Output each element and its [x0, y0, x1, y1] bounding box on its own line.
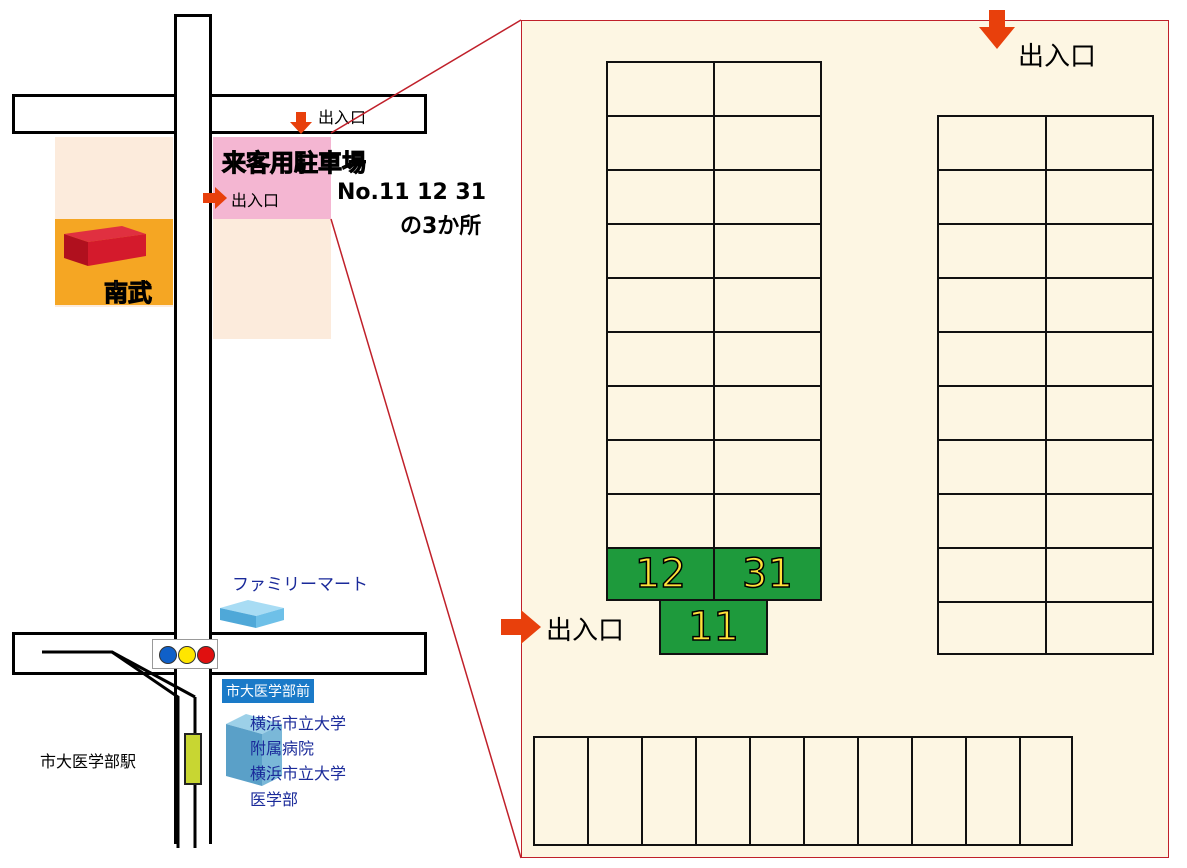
parking-space [803, 736, 859, 846]
parking-space [1045, 223, 1154, 279]
visitor-parking [213, 137, 331, 219]
parking-space [1045, 115, 1154, 171]
parking-space [937, 277, 1047, 333]
parking-space [606, 493, 715, 549]
parking-space [937, 331, 1047, 387]
parking-space [606, 115, 715, 171]
nanbu-building-icon [64, 226, 146, 266]
entrance-side-arrow-icon [203, 193, 217, 203]
familymart-building-icon [220, 600, 284, 628]
parking-space [533, 736, 589, 846]
traffic-signal [152, 639, 218, 669]
overview-map: 市大医学部駅 来客用駐車場 出入口 出入口 No.11 12 31 の3か所 南… [0, 0, 500, 868]
parking-space [713, 331, 822, 387]
detail-entrance-left-arrow-head-icon [521, 610, 541, 644]
detail-entrance-top-arrow-head-icon [979, 27, 1015, 49]
bus-stop-label: 市大医学部前 [222, 679, 314, 703]
parking-title: 来客用駐車場 [222, 149, 367, 178]
entrance-side-arrow-head-icon [215, 187, 227, 209]
nanbu-label: 南武 [104, 279, 153, 308]
parking-space [713, 61, 822, 117]
detail-entrance-top-label: 出入口 [1018, 42, 1097, 72]
spot-11-label: 11 [687, 603, 739, 651]
spot-31-label: 31 [741, 550, 793, 598]
parking-space [606, 439, 715, 495]
hospital-line-2: 附属病院 [250, 739, 315, 758]
detail-entrance-top-arrow-icon [989, 10, 1005, 28]
parking-space [1045, 547, 1154, 603]
parking-space [937, 115, 1047, 171]
parking-space [1045, 277, 1154, 333]
parking-space [937, 385, 1047, 441]
parking-space [713, 277, 822, 333]
visitor-spot-11: 11 [659, 599, 768, 655]
hospital-building-icon [226, 714, 282, 786]
parking-space [606, 277, 715, 333]
visitor-spot-31: 31 [713, 547, 822, 601]
parking-space [937, 223, 1047, 279]
station-label: 市大医学部駅 [40, 752, 137, 771]
parking-space [1045, 439, 1154, 495]
parking-space [606, 385, 715, 441]
detail-entrance-left-arrow-icon [501, 619, 523, 635]
parking-space [713, 439, 822, 495]
parking-space [1045, 331, 1154, 387]
parking-space [587, 736, 643, 846]
detail-entrance-left-label: 出入口 [546, 616, 625, 646]
parking-space [606, 223, 715, 279]
parking-space [1045, 385, 1154, 441]
parking-space [1019, 736, 1073, 846]
familymart-label: ファミリーマート [232, 575, 368, 595]
parking-space [606, 61, 715, 117]
parking-space [937, 169, 1047, 225]
hospital-line-1: 横浜市立大学 [250, 714, 347, 733]
parking-space [937, 547, 1047, 603]
main-road-vertical [174, 14, 212, 844]
signal-yellow-icon [178, 646, 196, 664]
parking-space [749, 736, 805, 846]
entrance-top-arrow-icon [296, 112, 306, 124]
entrance-side-label: 出入口 [231, 191, 280, 210]
entrance-top-label: 出入口 [318, 108, 367, 127]
parking-space [1045, 601, 1154, 655]
parking-space [713, 169, 822, 225]
parking-space [713, 223, 822, 279]
parking-space [937, 601, 1047, 655]
spot-12-label: 12 [634, 550, 686, 598]
lower-road [12, 632, 427, 675]
signal-red-icon [197, 646, 215, 664]
parking-space [606, 169, 715, 225]
parking-space [641, 736, 697, 846]
parking-space [713, 115, 822, 171]
parking-space [965, 736, 1021, 846]
hospital-line-4: 医学部 [250, 790, 299, 809]
entrance-top-arrow-head-icon [290, 122, 312, 134]
station-marker [184, 733, 202, 785]
parking-space [695, 736, 751, 846]
parking-space [1045, 169, 1154, 225]
spot-numbers: No.11 12 31 [337, 180, 487, 205]
parking-space [713, 493, 822, 549]
parking-space [911, 736, 967, 846]
intersection-upper [177, 97, 209, 131]
parking-space [937, 493, 1047, 549]
visitor-spot-12: 12 [606, 547, 715, 601]
hospital-line-3: 横浜市立大学 [250, 764, 347, 783]
upper-road [12, 94, 427, 134]
parking-space [606, 331, 715, 387]
parking-space [713, 385, 822, 441]
parking-space [937, 439, 1047, 495]
spot-count: の3か所 [400, 214, 482, 239]
parking-space [1045, 493, 1154, 549]
signal-blue-icon [159, 646, 177, 664]
parking-space [857, 736, 913, 846]
